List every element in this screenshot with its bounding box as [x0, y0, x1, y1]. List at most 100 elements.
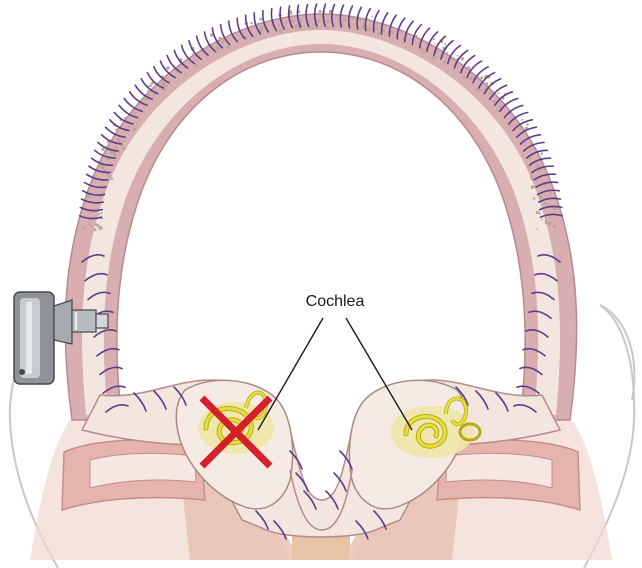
bone-speck	[88, 223, 91, 226]
cochlea-label: Cochlea	[306, 293, 365, 310]
bone-speck	[444, 43, 446, 45]
bone-speck	[443, 60, 447, 64]
bone-speck	[497, 92, 499, 94]
bone-speck	[192, 53, 194, 55]
bone-speck	[485, 82, 488, 85]
bone-speck	[538, 195, 542, 199]
bone-speck	[541, 152, 544, 155]
bone-speck	[260, 28, 263, 31]
bone-speck	[368, 27, 370, 29]
bone-speck	[359, 18, 362, 21]
bone-speck	[423, 51, 426, 54]
bone-speck	[342, 18, 346, 22]
bone-speck	[363, 22, 365, 24]
bone-speck	[533, 197, 535, 199]
bone-speck	[104, 169, 106, 171]
bone-speck	[375, 27, 379, 31]
bone-speck	[285, 22, 287, 24]
bone-speck	[291, 19, 295, 23]
bone-speck	[525, 142, 527, 144]
bone-speck	[509, 125, 511, 127]
bone-speck	[416, 35, 418, 37]
bone-speck	[543, 203, 545, 205]
bone-speck	[115, 146, 118, 149]
bone-speck	[529, 158, 531, 160]
bone-speck	[480, 76, 483, 79]
bone-speck	[539, 213, 541, 215]
bone-speck	[101, 148, 104, 151]
bone-speck	[99, 226, 103, 230]
bone-speck	[195, 64, 198, 67]
bone-speck	[302, 15, 304, 17]
bone-speck	[95, 223, 98, 226]
bone-speck	[493, 100, 496, 103]
bone-speck	[409, 38, 411, 40]
bone-speck	[118, 152, 120, 154]
bone-speck	[433, 38, 435, 40]
bone-speck	[210, 56, 212, 58]
bone-speck	[480, 89, 482, 91]
bone-speck	[101, 212, 103, 214]
bone-speck	[377, 32, 380, 35]
bone-speck	[107, 158, 110, 161]
bone-speck	[123, 140, 125, 142]
bone-speck	[545, 195, 547, 197]
bone-speck	[134, 112, 137, 115]
bone-speck	[184, 72, 187, 75]
bone-speck	[312, 27, 314, 29]
bone-speck	[436, 56, 438, 58]
bone-speck	[94, 229, 97, 232]
bone-speck	[291, 13, 293, 15]
bone-speck	[133, 128, 137, 132]
bone-speck	[162, 75, 164, 77]
bone-speck	[536, 164, 539, 167]
bone-speck	[446, 52, 448, 54]
bone-speck	[317, 19, 320, 22]
bone-speck	[316, 27, 318, 29]
bone-speck	[149, 95, 151, 97]
bone-speck	[150, 85, 152, 87]
bone-speck	[541, 219, 543, 221]
bone-speck	[147, 90, 150, 93]
bone-speck	[299, 18, 302, 21]
bone-speck	[226, 45, 230, 49]
bone-speck	[122, 146, 125, 149]
bone-speck	[309, 27, 311, 29]
bone-speck	[128, 125, 131, 128]
bone-speck	[91, 227, 93, 229]
bone-speck	[499, 105, 502, 108]
bone-speck	[432, 56, 436, 60]
bone-speck	[400, 31, 402, 33]
bone-speck	[538, 170, 540, 172]
bone-speck	[435, 43, 437, 45]
bone-speck	[327, 26, 330, 29]
bone-speck	[295, 24, 298, 27]
bone-speck	[547, 203, 549, 205]
bone-speck	[319, 10, 322, 13]
bone-speck	[165, 85, 168, 88]
bone-speck	[457, 55, 459, 57]
bone-speck	[83, 226, 86, 229]
bone-speck	[312, 23, 314, 25]
bone-speck	[166, 66, 170, 70]
bone-speck	[531, 185, 535, 189]
bone-speck	[286, 29, 288, 31]
bone-speck	[465, 72, 467, 74]
bone-speck	[463, 76, 466, 79]
bone-speck	[250, 22, 253, 25]
bone-speck	[376, 22, 379, 25]
bone-speck	[257, 22, 260, 25]
bone-speck	[536, 228, 538, 230]
bone-speck	[372, 16, 374, 18]
bone-speck	[98, 213, 100, 215]
bone-speck	[553, 207, 555, 209]
bone-speck	[92, 175, 94, 177]
bone-speck	[279, 29, 283, 33]
bone-speck	[545, 220, 549, 224]
bone-speck	[101, 184, 103, 186]
bone-speck	[195, 59, 198, 62]
bone-speck	[553, 225, 556, 228]
bone-speck	[549, 223, 551, 225]
bone-speck	[549, 192, 552, 195]
